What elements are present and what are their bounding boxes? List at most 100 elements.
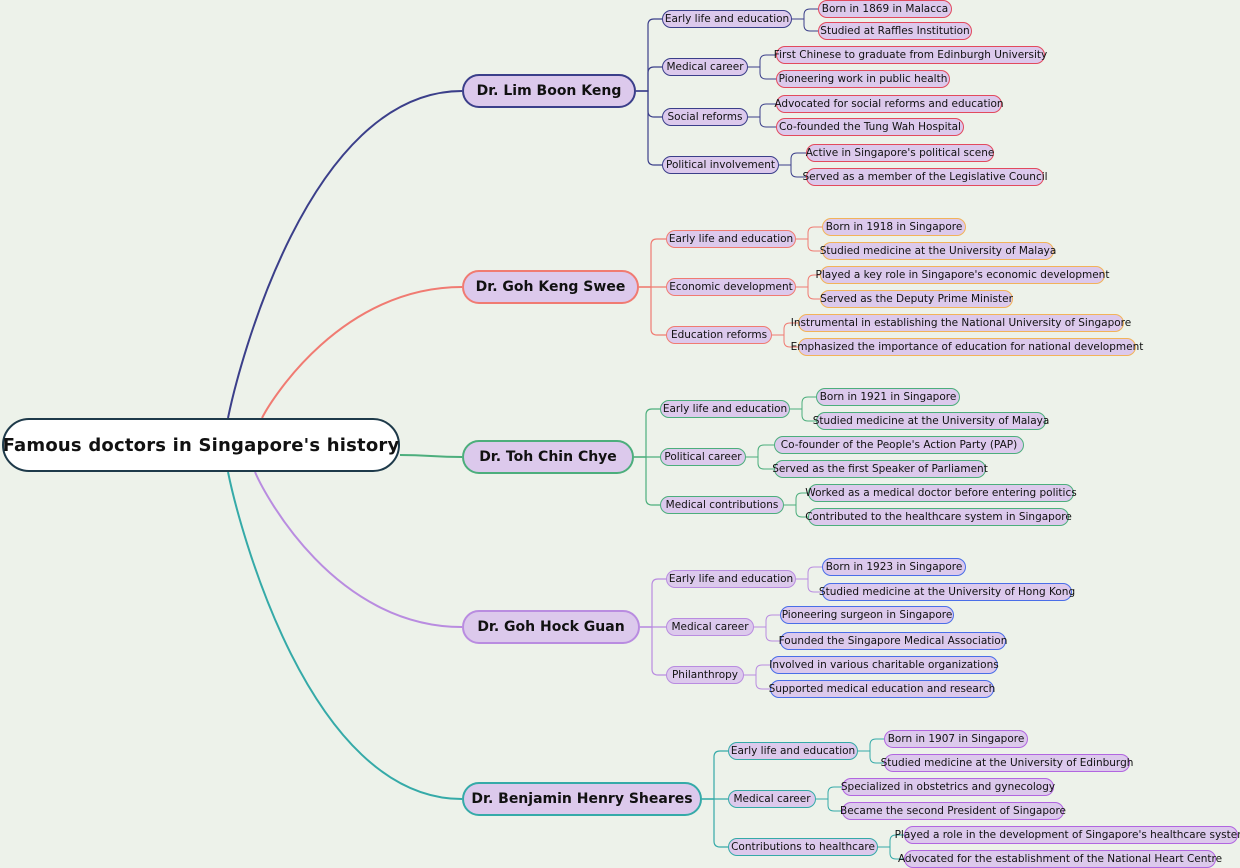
connector-dr-goh-hock-guan-early-life-and-education [640,578,666,628]
leaf-node[interactable]: Studied medicine at the University of Ma… [820,242,1056,260]
connector-leaf-studied-medicine-at-the-university-of-ma [796,238,822,252]
leaf-node[interactable]: First Chinese to graduate from Edinburgh… [774,46,1047,64]
connector-dr-benjamin-henry-sheares-early-life-and-education [702,750,728,800]
leaf-node[interactable]: Pioneering surgeon in Singapore [780,606,954,624]
topic-node-medical-career[interactable]: Medical career [728,790,816,808]
connector-leaf-served-as-the-deputy-prime-minister [796,286,820,300]
topic-node-early-life-and-education[interactable]: Early life and education [666,230,796,248]
connector-leaf-studied-at-raffles-institution [792,18,818,32]
connector-leaf-studied-medicine-at-the-university-of-ma [790,408,816,422]
topic-node-early-life-and-education[interactable]: Early life and education [728,742,858,760]
topic-node-medical-contributions[interactable]: Medical contributions [660,496,784,514]
connector-root-to-dr-benjamin-henry-sheares [227,471,463,800]
connector-leaf-born-in-1921-in-singapore [790,396,816,410]
connector-leaf-pioneering-surgeon-in-singapore [754,614,780,628]
leaf-node[interactable]: Played a role in the development of Sing… [895,826,1240,844]
connector-leaf-co-founder-of-the-people-s-action-party- [746,444,774,458]
connector-dr-goh-keng-swee-education-reforms [639,286,666,336]
leaf-node[interactable]: Emphasized the importance of education f… [791,338,1143,356]
connector-leaf-co-founded-the-tung-wah-hospital [748,116,776,128]
leaf-node[interactable]: Played a key role in Singapore's economi… [816,266,1109,284]
connector-dr-lim-boon-keng-social-reforms [636,90,662,118]
connector-dr-goh-keng-swee-early-life-and-education [639,238,666,288]
connector-leaf-emphasized-the-importance-of-education-f [772,334,798,348]
leaf-node[interactable]: Born in 1923 in Singapore [822,558,966,576]
topic-node-political-career[interactable]: Political career [660,448,746,466]
leaf-node[interactable]: Served as a member of the Legislative Co… [802,168,1048,186]
leaf-node[interactable]: Born in 1921 in Singapore [816,388,960,406]
leaf-node[interactable]: Born in 1907 in Singapore [884,730,1028,748]
branch-node-dr-benjamin-henry-sheares[interactable]: Dr. Benjamin Henry Sheares [462,782,702,816]
connector-root-to-dr-toh-chin-chye [399,454,463,458]
connector-leaf-served-as-the-first-speaker-of-parliamen [746,456,774,470]
leaf-node[interactable]: Studied medicine at the University of Ho… [819,583,1075,601]
leaf-node[interactable]: Active in Singapore's political scene [806,144,994,162]
leaf-node[interactable]: Co-founded the Tung Wah Hospital [776,118,964,136]
branch-node-dr-goh-keng-swee[interactable]: Dr. Goh Keng Swee [462,270,639,304]
leaf-node[interactable]: Supported medical education and research [769,680,995,698]
connector-leaf-studied-medicine-at-the-university-of-ed [858,750,884,764]
connector-leaf-played-a-key-role-in-singapore-s-economi [796,274,820,288]
leaf-node[interactable]: Served as the Deputy Prime Minister [820,290,1013,308]
connector-leaf-served-as-a-member-of-the-legislative-co [779,164,806,178]
connector-leaf-advocated-for-social-reforms-and-educati [748,103,776,118]
leaf-node[interactable]: Worked as a medical doctor before enteri… [805,484,1077,502]
connector-leaf-worked-as-a-medical-doctor-before-enteri [784,492,808,506]
connector-root-to-dr-goh-keng-swee [261,286,463,419]
leaf-node[interactable]: Served as the first Speaker of Parliamen… [772,460,988,478]
connector-leaf-active-in-singapore-s-political-scene [779,152,806,166]
connector-leaf-born-in-1918-in-singapore [796,226,822,240]
connector-leaf-born-in-1869-in-malacca [792,8,818,20]
branch-node-dr-lim-boon-keng[interactable]: Dr. Lim Boon Keng [462,74,636,108]
topic-node-early-life-and-education[interactable]: Early life and education [666,570,796,588]
topic-node-economic-development[interactable]: Economic development [666,278,796,296]
connector-leaf-studied-medicine-at-the-university-of-ho [796,578,822,593]
leaf-node[interactable]: Involved in various charitable organizat… [769,656,999,674]
topic-node-philanthropy[interactable]: Philanthropy [666,666,744,684]
topic-node-early-life-and-education[interactable]: Early life and education [660,400,790,418]
connector-leaf-supported-medical-education-and-research [744,674,770,690]
connector-dr-lim-boon-keng-political-involvement [636,90,662,166]
leaf-node[interactable]: Born in 1918 in Singapore [822,218,966,236]
leaf-node[interactable]: Pioneering work in public health [776,70,950,88]
connector-leaf-born-in-1923-in-singapore [796,566,822,580]
connector-dr-benjamin-henry-sheares-contributions-to-healthcare [702,798,728,848]
leaf-node[interactable]: Specialized in obstetrics and gynecology [841,778,1055,796]
connector-leaf-played-a-role-in-the-development-of-sing [878,834,904,848]
topic-node-education-reforms[interactable]: Education reforms [666,326,772,344]
connector-dr-lim-boon-keng-medical-career [636,66,662,92]
leaf-node[interactable]: Studied medicine at the University of Ma… [813,412,1049,430]
connector-leaf-involved-in-various-charitable-organizat [744,664,770,676]
connector-dr-toh-chin-chye-early-life-and-education [634,408,660,458]
topic-node-social-reforms[interactable]: Social reforms [662,108,748,126]
leaf-node[interactable]: Became the second President of Singapore [840,802,1066,820]
topic-node-early-life-and-education[interactable]: Early life and education [662,10,792,28]
leaf-node[interactable]: Co-founder of the People's Action Party … [774,436,1024,454]
connector-root-to-dr-goh-hock-guan [254,471,463,628]
leaf-node[interactable]: Advocated for the establishment of the N… [898,850,1222,868]
branch-node-dr-goh-hock-guan[interactable]: Dr. Goh Hock Guan [462,610,640,644]
topic-node-political-involvement[interactable]: Political involvement [662,156,779,174]
topic-node-medical-career[interactable]: Medical career [662,58,748,76]
connector-leaf-specialized-in-obstetrics-and-gynecology [816,786,842,800]
leaf-node[interactable]: Studied medicine at the University of Ed… [881,754,1133,772]
branch-node-dr-toh-chin-chye[interactable]: Dr. Toh Chin Chye [462,440,634,474]
topic-node-medical-career[interactable]: Medical career [666,618,754,636]
leaf-node[interactable]: Advocated for social reforms and educati… [774,95,1004,113]
connector-dr-toh-chin-chye-medical-contributions [634,456,660,506]
leaf-node[interactable]: Born in 1869 in Malacca [818,0,952,18]
topic-node-contributions-to-healthcare[interactable]: Contributions to healthcare [728,838,878,856]
connector-leaf-founded-the-singapore-medical-associatio [754,626,780,642]
leaf-node[interactable]: Studied at Raffles Institution [818,22,972,40]
root-topic[interactable]: Famous doctors in Singapore's history [2,418,400,472]
connector-root-to-dr-lim-boon-keng [227,90,463,419]
leaf-node[interactable]: Founded the Singapore Medical Associatio… [779,632,1007,650]
leaf-node[interactable]: Instrumental in establishing the Nationa… [791,314,1131,332]
connector-dr-goh-hock-guan-philanthropy [640,626,666,676]
connector-dr-lim-boon-keng-early-life-and-education [636,18,662,92]
connector-leaf-first-chinese-to-graduate-from-edinburgh [748,54,776,68]
leaf-node[interactable]: Contributed to the healthcare system in … [805,508,1072,526]
connector-leaf-born-in-1907-in-singapore [858,738,884,752]
